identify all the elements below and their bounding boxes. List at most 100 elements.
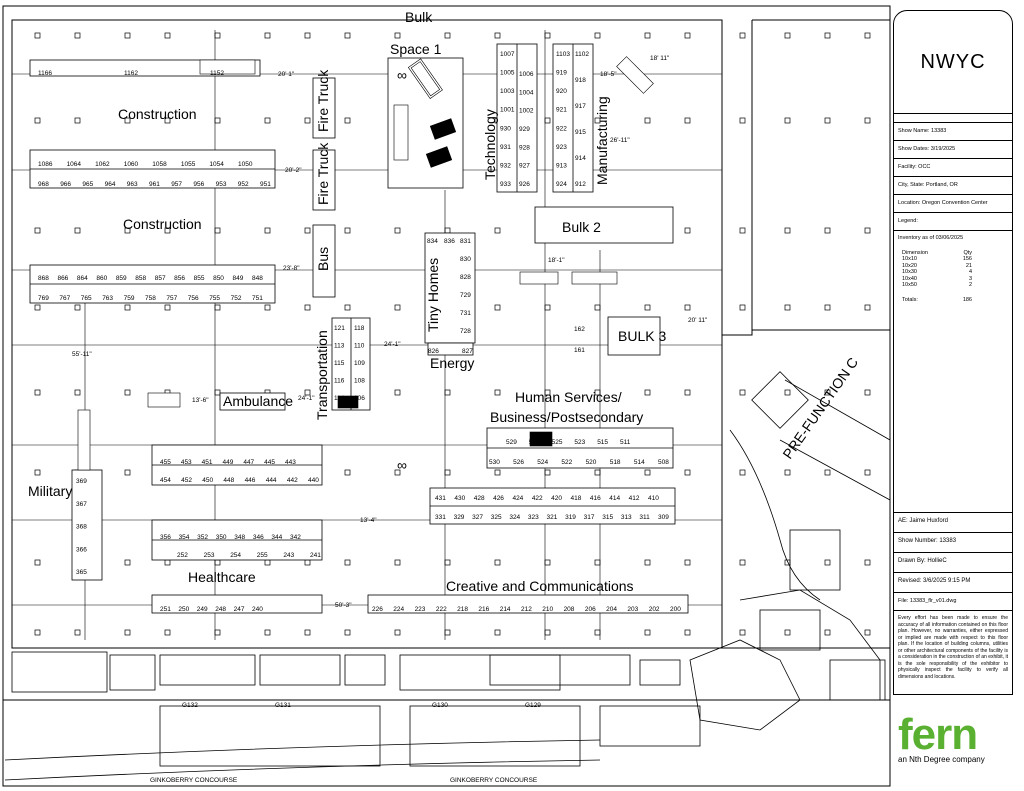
booth-number: 216 <box>478 606 489 613</box>
column-marker <box>739 559 746 566</box>
booth-number: 226 <box>372 606 383 613</box>
booth-number: 366 <box>76 546 87 553</box>
column-marker <box>394 304 401 311</box>
dimension-label: 13'-4" <box>360 517 377 524</box>
column-marker <box>594 32 601 39</box>
booth-number: 311 <box>639 514 650 521</box>
booth-number: 511 <box>620 439 631 446</box>
column-marker <box>544 469 551 476</box>
inventory-qty: 4 <box>968 269 972 275</box>
column-marker <box>784 32 791 39</box>
column-marker <box>34 389 41 396</box>
booth-number: 965 <box>82 181 93 188</box>
booth-number: 253 <box>204 552 215 559</box>
booth-number: 445 <box>264 459 275 466</box>
booth-number: 1006 <box>519 71 534 78</box>
booth-number: 755 <box>209 295 220 302</box>
booth-number: 951 <box>260 181 271 188</box>
column-marker <box>739 227 746 234</box>
booth-number: 108 <box>354 378 365 385</box>
column-marker <box>644 389 651 396</box>
booth-number: 834 <box>427 238 438 245</box>
column-marker <box>544 117 551 124</box>
booth-number: 828 <box>460 274 471 281</box>
inventory-dim: 10x20 <box>902 262 917 269</box>
booth-number: 254 <box>230 552 241 559</box>
booth-number: 917 <box>575 103 586 110</box>
booth-number: 1102 <box>575 51 589 58</box>
room-label-g132: G132 <box>182 702 198 709</box>
booth-number: 918 <box>575 77 586 84</box>
booth-number: 1007 <box>500 51 515 58</box>
booth-number: 855 <box>194 275 205 282</box>
column-marker <box>784 117 791 124</box>
column-marker <box>594 559 601 566</box>
column-marker <box>644 32 651 39</box>
zone-healthcare: Healthcare <box>188 569 256 585</box>
booth-number: 1166 <box>38 70 52 77</box>
booth-number: 1060 <box>124 161 139 168</box>
infinity-icon: ∞ <box>397 457 407 473</box>
booth-number: 203 <box>627 606 638 613</box>
drawn-by: Drawn By: HollieC <box>894 553 1012 573</box>
booth-number: 323 <box>528 514 539 521</box>
booth-number: 850 <box>213 275 224 282</box>
booth-number: 856 <box>174 275 185 282</box>
booth-number: 247 <box>234 606 245 613</box>
zone-technology: Technology <box>482 109 498 180</box>
booth-number: 514 <box>634 459 645 466</box>
column-marker <box>124 32 131 39</box>
infinity-symbols: ∞ ∞ <box>397 67 407 473</box>
column-marker <box>344 117 351 124</box>
dimension-label: 50'-3" <box>335 602 352 609</box>
zone-creative-communications: Creative and Communications <box>446 578 634 594</box>
zone-bulk-3: BULK 3 <box>618 328 666 344</box>
column-marker <box>164 117 171 124</box>
booth-number: 765 <box>81 295 92 302</box>
column-marker <box>34 227 41 234</box>
building-lower-area <box>4 371 891 781</box>
dimension-labels: 20' 1"18'-5"20'-2"23'-8"13'-6"24'-1"20' … <box>72 55 708 609</box>
column-marker <box>784 389 791 396</box>
booth-number: 769 <box>38 295 49 302</box>
column-marker <box>739 117 746 124</box>
room-label-g130: G130 <box>432 702 448 709</box>
booth-number: 251 <box>160 606 171 613</box>
column-marker <box>34 469 41 476</box>
column-marker <box>444 389 451 396</box>
booth-number: 365 <box>76 569 87 576</box>
booth-number: 858 <box>135 275 146 282</box>
booth-number: 367 <box>76 501 87 508</box>
booth-number: 348 <box>234 534 245 541</box>
booth-number: 953 <box>216 181 227 188</box>
dimension-label: 20' 1" <box>278 71 295 78</box>
booth-number: 1086 <box>38 161 53 168</box>
dimension-label: 24'-1" <box>384 341 401 348</box>
column-marker <box>594 117 601 124</box>
column-marker <box>444 559 451 566</box>
booth-number: 424 <box>512 495 523 502</box>
booth-number: 249 <box>197 606 208 613</box>
booth-number: 756 <box>188 295 199 302</box>
column-marker <box>74 304 81 311</box>
booth-number: 1004 <box>519 89 534 96</box>
booth-number: 857 <box>155 275 166 282</box>
show-number: Show Number: 13383 <box>894 533 1012 553</box>
booth-number: 451 <box>202 459 213 466</box>
booth-number: 354 <box>179 534 190 541</box>
booth-number: 1054 <box>209 161 224 168</box>
zone-construction-2: Construction <box>123 216 202 232</box>
booth-number: 763 <box>102 295 113 302</box>
zone-human-services-line1: Human Services/ <box>515 389 622 405</box>
column-marker <box>304 117 311 124</box>
booth-number: 449 <box>223 459 234 466</box>
facility: Facility: OCC <box>894 159 1012 177</box>
title-block-panel: NWYC Show Name: 13383 Show Dates: 3/19/2… <box>893 10 1013 695</box>
column-marker <box>784 469 791 476</box>
column-marker <box>824 629 831 636</box>
column-marker <box>494 559 501 566</box>
booth-number: 952 <box>238 181 249 188</box>
inventory-header-qty: Qty <box>963 249 972 256</box>
booth-number: 1103 <box>556 51 570 58</box>
